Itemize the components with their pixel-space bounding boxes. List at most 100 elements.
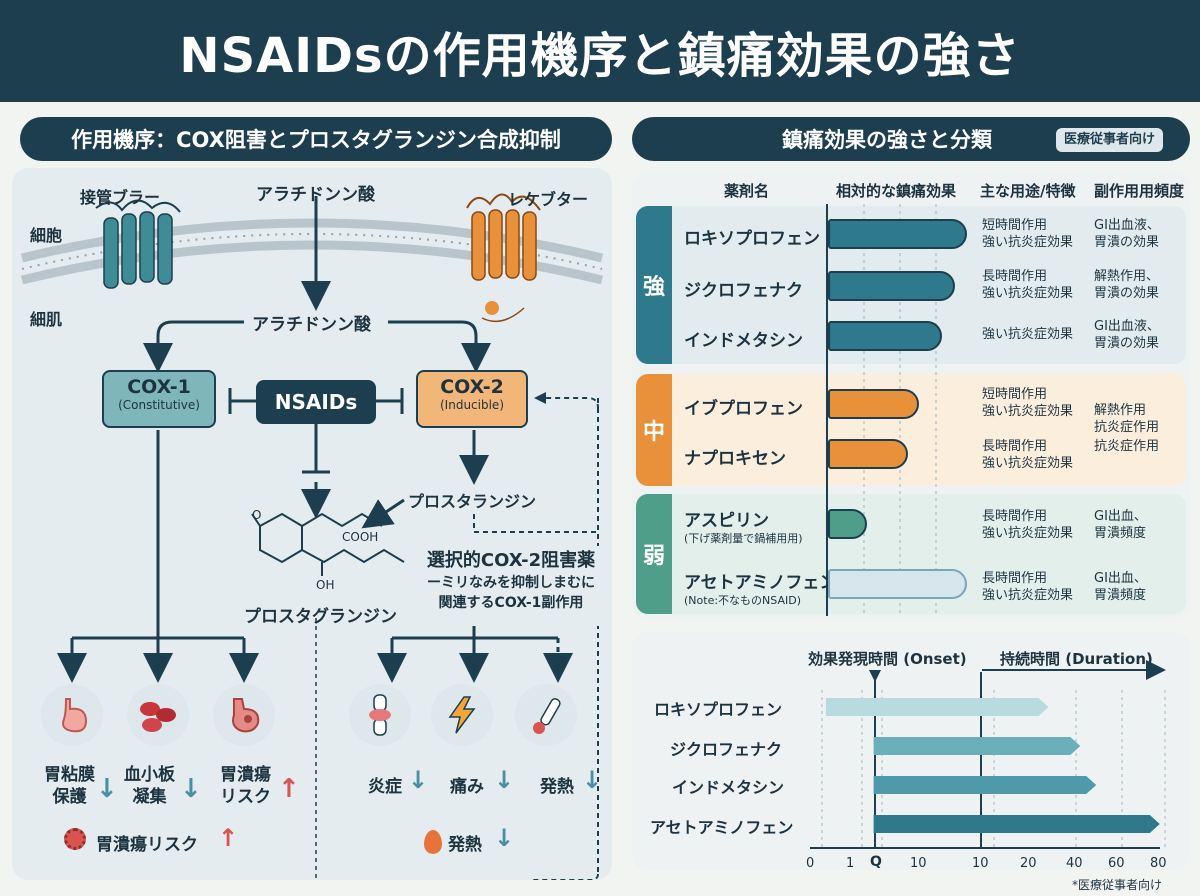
down-arrow-pain: ↓ (494, 766, 515, 794)
axis-tick: 10 (972, 856, 989, 871)
drug-use: 短時間作用強い抗炎症効果 (982, 218, 1074, 250)
prostaglandin-label-1: プロスタランジン (408, 492, 537, 511)
flame-icon (424, 830, 442, 854)
professional-badge: 医療従事者向け (1056, 128, 1164, 152)
label-strong: 強 (636, 206, 672, 364)
axis-tick: 1 (846, 856, 855, 871)
prostaglandin-label-2: プロスタグランジン (244, 607, 397, 627)
axis-tick: 40 (1066, 856, 1083, 871)
drug-use: 短時間作用強い抗炎症効果 (982, 387, 1074, 419)
effect-pain: 痛み (450, 777, 484, 797)
duration-label: 持続時間 (Duration) (1000, 650, 1153, 668)
cox2-name: COX-2 (440, 376, 504, 398)
duration-bar (873, 776, 1097, 794)
timeline-name: ジクロフェナク (670, 740, 783, 759)
effect-platelet: 血小板 凝集 (124, 765, 175, 807)
pain-lightning-icon (431, 684, 493, 746)
timeline-name: アセトアミノフェン (650, 818, 794, 837)
axis-tick: 0 (806, 856, 815, 871)
effect-fever: 発熱 (540, 777, 574, 797)
axis-tick: 20 (1020, 856, 1037, 871)
drug-use: 長時間作用強い抗炎症効果 (982, 439, 1074, 471)
effect-ulcer-risk: 胃潰瘍 リスク (220, 765, 271, 807)
bottom-ulcer-risk: 胃潰瘍リスク (96, 835, 198, 855)
thermometer-icon (515, 684, 577, 746)
drug-name: アスピリン (684, 511, 769, 531)
drug-name: ジクロフェナク (684, 281, 803, 301)
receptor-left-label: 接管ブラー (80, 188, 161, 207)
drug-use: 強い抗炎症効果 (982, 327, 1074, 342)
selective-line1: ーミリなみを抑制しまむに (427, 575, 595, 591)
joint-inflammation-icon (349, 684, 411, 746)
drug-use: 長時間作用強い抗炎症効果 (982, 571, 1074, 603)
drug-name: ナプロキセン (684, 449, 786, 469)
onset-label: 効果発現時間 (Onset) (808, 650, 967, 668)
drug-name: アセトアミノフェン (684, 573, 837, 593)
receptor-right-label: レケブター (508, 190, 589, 209)
oh-label: OH (316, 578, 335, 592)
axis-tick: Q (870, 854, 882, 870)
muscle-label: 細肌 (30, 310, 63, 329)
drug-note: (Note:不なものNSAID) (684, 594, 801, 607)
drug-use: 長時間作用強い抗炎症効果 (982, 509, 1074, 541)
cooh-label: COOH (342, 530, 379, 544)
potency-axis-line (826, 204, 828, 616)
drug-side-effect: GI出血液、胃潰の効果 (1094, 218, 1160, 250)
potency-bar (828, 509, 867, 539)
drug-side-effect: GI出血液、胃潰の効果 (1094, 319, 1160, 351)
ketone-o-label: O (252, 508, 262, 522)
effect-inflammation: 炎症 (368, 777, 402, 797)
bottom-ulcer-arrow: ↑ (218, 824, 239, 852)
ulcer-icon (213, 684, 275, 746)
stomach-icon (41, 684, 103, 746)
prostaglandin-molecule (251, 512, 405, 576)
drug-name: イブプロフェン (684, 399, 803, 419)
label-medium: 中 (636, 374, 672, 486)
bottom-fever: 発熱 (448, 835, 482, 855)
drug-name: インドメタシン (684, 331, 803, 351)
cox2-box: COX-2 (Inducible) (416, 370, 528, 428)
virus-icon (64, 828, 86, 850)
selective-inhibitor: 選択的COX-2阻害薬 ーミリなみを抑制しまむに 関連するCOX-1副作用 (416, 546, 606, 626)
col-side-effect: 副作用用頻度 (1094, 182, 1185, 200)
down-arrow-gastric: ↓ (96, 774, 118, 804)
cell-label: 細胞 (30, 226, 63, 245)
drug-side-effect: 抗炎症作用 (1094, 439, 1160, 454)
footnote: *医療従事者向け (1072, 878, 1163, 892)
arachidonic-mid-label: アラチドンン酸 (252, 315, 371, 335)
axis-tick: 60 (1108, 856, 1125, 871)
duration-bar (873, 737, 1081, 755)
axis-tick: 10 (910, 856, 927, 871)
col-potency: 相対的な鎮痛効果 (836, 182, 957, 200)
cox1-sub: (Constitutive) (118, 398, 200, 412)
cox1-name: COX-1 (127, 376, 191, 398)
drug-side-effect: 解熱作用、胃潰の効果 (1094, 269, 1160, 301)
duration-bar (825, 698, 1049, 716)
drug-name: ロキソプロフェン (684, 229, 820, 249)
timeline-name: インドメタシン (672, 778, 785, 797)
duration-bar (873, 815, 1160, 833)
drug-side-effect: 解熱作用抗炎症作用 (1094, 403, 1160, 435)
nsaids-label: NSAIDs (274, 390, 358, 414)
drug-side-effect: GI出血、胃潰頻度 (1094, 571, 1147, 603)
potency-bar (828, 219, 967, 249)
selective-title: 選択的COX-2阻害薬 (426, 550, 596, 571)
potency-bar (828, 439, 908, 469)
cox1-box: COX-1 (Constitutive) (102, 370, 216, 428)
axis-tick: 80 (1150, 856, 1167, 871)
mechanism-diagram (20, 193, 604, 880)
cell-membrane-inner (20, 240, 604, 285)
arachidonic-top-label: アラチドンン酸 (256, 185, 375, 205)
potency-bar (828, 389, 919, 419)
label-weak: 弱 (636, 494, 672, 614)
potency-bar (828, 569, 967, 599)
nsaids-box: NSAIDs (256, 380, 376, 424)
mechanism-heading-text: 作用機序：COX阻害とプロスタグランジン合成抑制 (71, 128, 561, 152)
col-drug-name: 薬剤名 (724, 182, 770, 200)
col-use: 主な用途/特徴 (980, 182, 1076, 200)
bottom-fever-arrow: ↓ (494, 824, 515, 852)
cell-membrane-outer (20, 218, 604, 263)
down-arrow-platelet: ↓ (180, 774, 202, 804)
receptor-helices (471, 209, 537, 281)
onset-marker (869, 670, 881, 682)
